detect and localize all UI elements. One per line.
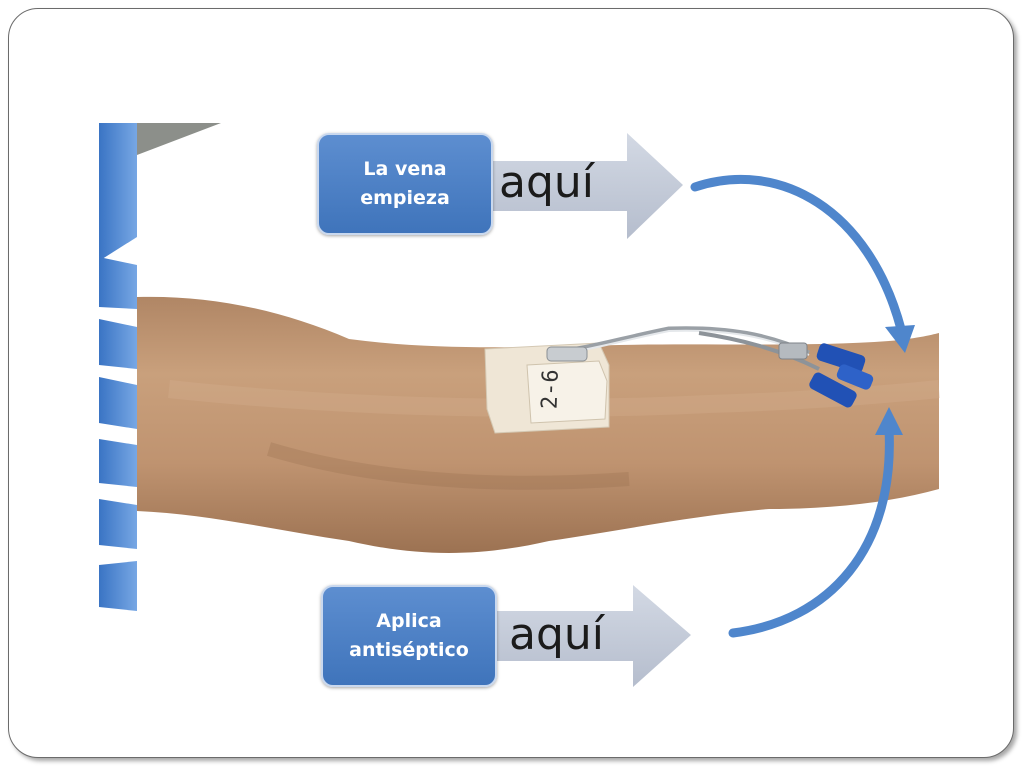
top-gray-arrow [479,133,683,239]
bottom-arrow-word: aquí [509,609,605,660]
label-apply-antiseptic: Aplica antiséptico [321,585,497,687]
bed-rail-strip [99,123,137,611]
label-vein-starts: La vena empieza [317,133,493,235]
diagram-canvas: 2-6 [99,123,940,687]
curved-arrow-top-icon [690,174,915,353]
iv-catheter [546,326,820,371]
iv-port-caps [809,343,874,408]
label-apply-antiseptic-line2: antiséptico [349,639,469,661]
label-vein-starts-line1: La vena [363,158,447,180]
forearm-shadow [266,442,630,490]
bottom-gray-arrow [487,585,691,687]
top-arrow-word: aquí [499,157,595,208]
label-apply-antiseptic-line1: Aplica [376,610,442,632]
bed-corner [137,123,221,155]
label-vein-starts-line2: empieza [360,187,450,209]
forearm-highlight [168,380,940,418]
slide-frame: 2-6 La vena [8,8,1014,758]
iv-tape [484,342,610,434]
tape-label: 2-6 [538,369,564,410]
curved-arrow-bottom-icon [728,407,903,638]
